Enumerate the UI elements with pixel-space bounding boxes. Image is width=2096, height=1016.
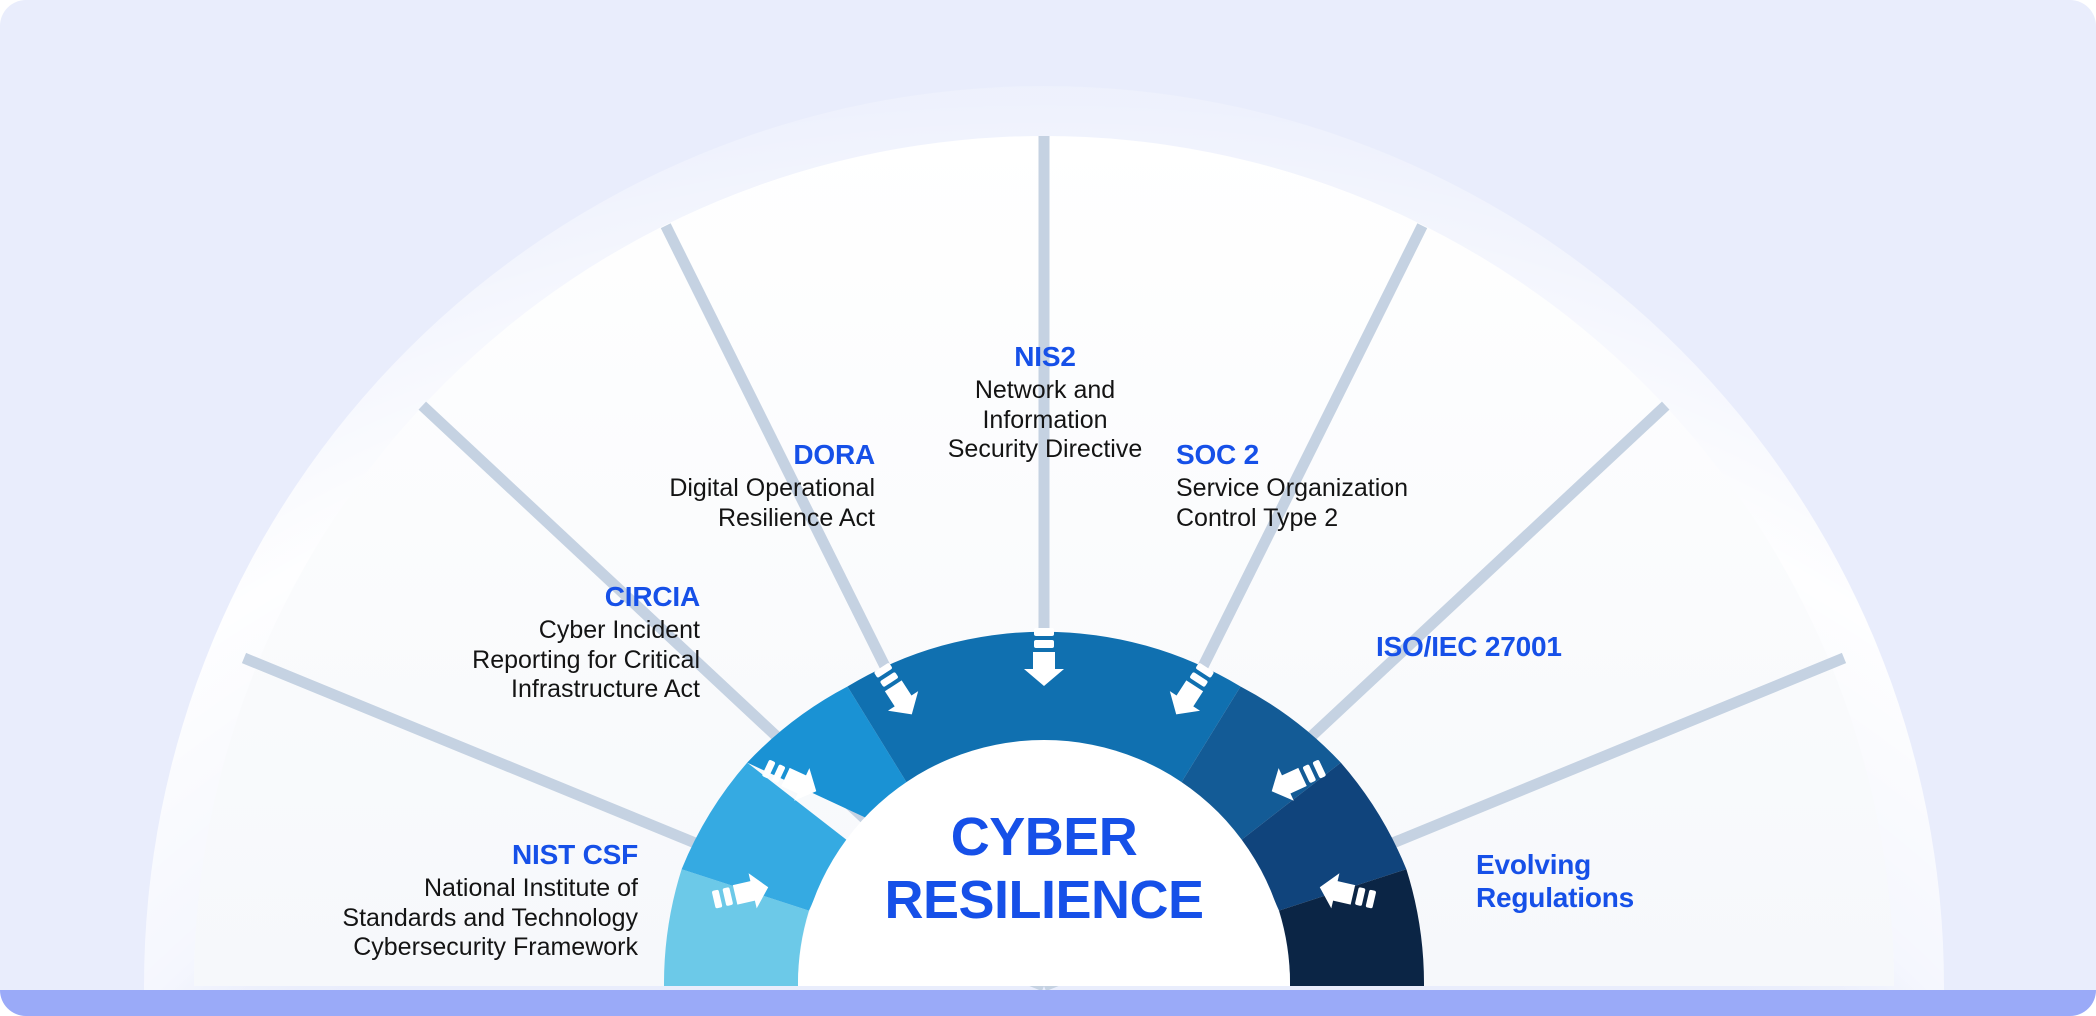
label-evolving-regulations-title-line-2: Regulations [1476,882,1635,914]
desc-line: Resilience Act [717,503,875,532]
arrow-right-icon [712,873,769,909]
label-iso-iec-27001[interactable]: ISO/IEC 27001 [1376,630,1796,663]
arrow-down-right-icon [762,760,817,801]
desc-line: Reporting for Critical [472,645,700,674]
ring-segment-dora[interactable] [747,686,922,844]
desc-line: Network and [974,376,1116,405]
label-iso-iec-27001-title: ISO/IEC 27001 [1376,631,1562,662]
ring-segment-circia[interactable] [681,762,852,911]
label-nis2-title: NIS2 [1014,341,1076,372]
bottom-accent-bar [0,990,2096,1016]
desc-line: Information [982,405,1108,434]
center-title-line-1: CYBER [950,807,1138,867]
colored-ring [663,631,1425,986]
ring-segment-evolving-regulations[interactable] [1279,869,1425,986]
desc-line: Security Directive [947,435,1143,464]
ring-segment-nis2[interactable] [847,631,1241,799]
ring-segment-iso-iec-27001[interactable] [1236,762,1407,911]
label-nist-csf-description: National Institute of Standards and Tech… [278,874,638,963]
desc-line: Infrastructure Act [511,675,700,704]
label-dora-title: DORA [793,439,875,470]
label-circia-description: Cyber Incident Reporting for Critical In… [340,616,700,705]
label-dora[interactable]: DORA Digital Operational Resilience Act [500,438,875,533]
label-circia[interactable]: CIRCIA Cyber Incident Reporting for Crit… [340,580,700,705]
arrow-down-icon [1024,628,1064,686]
label-dora-description: Digital Operational Resilience Act [500,474,875,533]
center-title: CYBER RESILIENCE [728,806,1360,931]
label-evolving-regulations[interactable]: Evolving Regulations [1476,848,1876,914]
label-nis2-description: Network and Information Security Directi… [860,376,1230,465]
desc-line: Standards and Technology [342,903,638,932]
arrow-left-icon [1319,873,1376,909]
desc-line: Service Organization [1176,474,1409,503]
desc-line: National Institute of [423,874,638,903]
label-soc-2-title: SOC 2 [1176,439,1260,470]
desc-line: Cybersecurity Framework [353,933,638,962]
arrow-down-left-icon [1271,760,1326,801]
label-nist-csf[interactable]: NIST CSF National Institute of Standards… [278,838,638,963]
label-nis2[interactable]: NIS2 Network and Information Security Di… [860,340,1230,465]
inner-core [798,740,1290,986]
ring-segment-nist-csf[interactable] [663,869,809,986]
desc-line: Digital Operational [669,474,875,503]
ring-arrow-icons [712,628,1376,909]
arrow-down-left-icon [1169,663,1214,715]
arrow-down-right-icon [874,663,919,715]
desc-line: Control Type 2 [1176,503,1339,532]
label-circia-title: CIRCIA [604,581,700,612]
label-evolving-regulations-title-line-1: Evolving [1476,849,1592,880]
desc-line: Cyber Incident [538,616,700,645]
label-nist-csf-title: NIST CSF [512,839,638,870]
center-title-line-2: RESILIENCE [884,869,1204,930]
label-soc-2[interactable]: SOC 2 Service Organization Control Type … [1176,438,1551,533]
ring-segment-soc-2[interactable] [1171,686,1341,844]
label-soc-2-description: Service Organization Control Type 2 [1176,474,1551,533]
